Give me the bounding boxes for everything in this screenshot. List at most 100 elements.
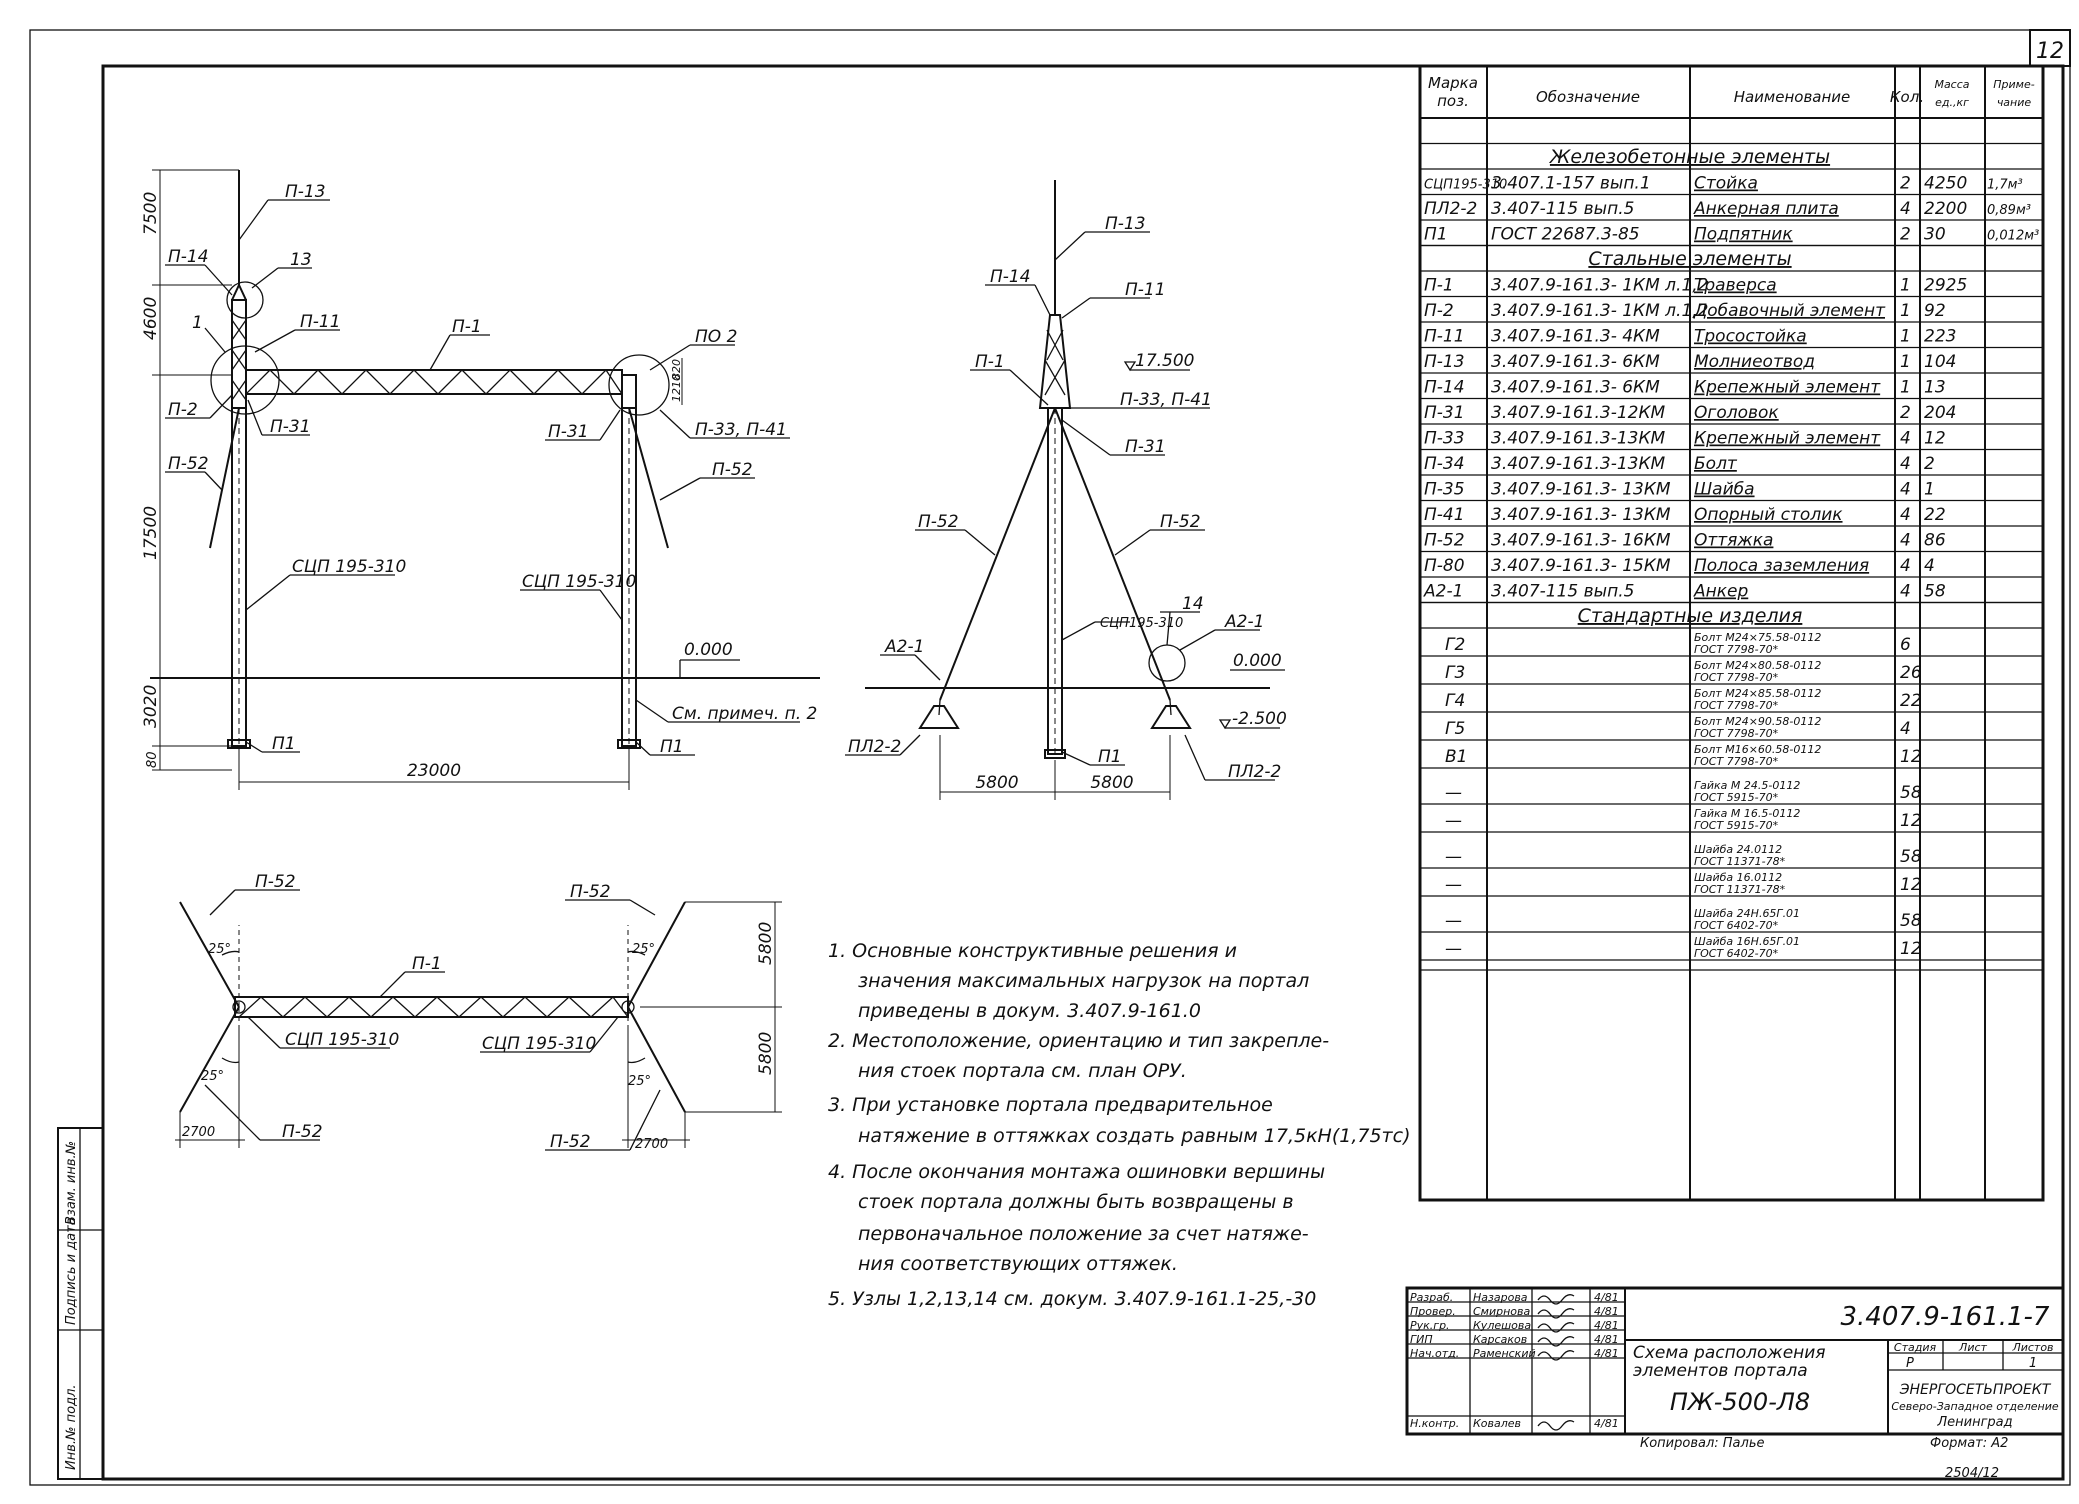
side-label-p13: П-13 [1105, 214, 1146, 234]
tb-person: Ковалев [1473, 1417, 1521, 1430]
spec-cell: Траверса [1694, 276, 1777, 296]
spec-cell: 1,7м³ [1987, 178, 2023, 193]
spec-cell: 1 [1900, 301, 1911, 321]
spec-cell: П-2 [1424, 301, 1454, 321]
tb-org-1: ЭНЕРГОСЕТЬПРОЕКТ [1899, 1382, 2052, 1398]
front-view: 7500 4600 17500 3020 80 23000 820 1210 П… [141, 169, 820, 790]
spec-section-title-2: Стандартные изделия [1578, 605, 1803, 627]
spec-cell: Болт М24×75.58-0112 [1694, 631, 1821, 644]
spec-cell: Стойка [1694, 174, 1758, 194]
plan-angle-4: 25° [628, 1074, 651, 1089]
spec-cell: 3.407.9-161.3- 6КМ [1491, 378, 1660, 398]
spec-cell: П-14 [1424, 378, 1465, 398]
tb-date: 4/81 [1594, 1319, 1619, 1332]
stamp-inv: Инв.№ подл. [64, 1384, 79, 1470]
plan-dim-2700-right: 2700 [635, 1137, 668, 1152]
plan-angle-2: 25° [201, 1069, 224, 1084]
spec-cell: Г3 [1445, 663, 1465, 683]
plan-dim-2700-left: 2700 [182, 1125, 215, 1140]
spec-cell: 3.407.9-161.3- 1КМ л.1,2 [1491, 301, 1709, 321]
spec-cell: П-31 [1424, 403, 1465, 423]
spec-section-title-0: Железобетонные элементы [1549, 146, 1830, 168]
spec-header-5: Приме- [1993, 78, 2034, 91]
spec-cell: ПЛ2-2 [1424, 199, 1477, 219]
spec-cell: 4 [1924, 556, 1935, 576]
spec-cell: Молниеотвод [1694, 352, 1815, 372]
label-p2: П-2 [168, 400, 198, 420]
spec-cell: 6 [1900, 635, 1911, 655]
side-level-17500: 17.500 [1135, 351, 1194, 371]
tb-archive: 2504/12 [1945, 1466, 1999, 1481]
front-dim-23000: 23000 [407, 761, 461, 781]
side-label-pl22-right: ПЛ2-2 [1228, 762, 1281, 782]
spec-cell: Подпятник [1694, 225, 1793, 245]
plan-label-p52-tl: П-52 [255, 872, 296, 892]
label-p13: П-13 [285, 182, 326, 202]
inner-frame [101, 64, 2065, 1481]
spec-header-1: Обозначение [1536, 88, 1640, 106]
spec-cell: 2 [1900, 403, 1911, 423]
tb-person: Карсаков [1473, 1333, 1527, 1346]
spec-cell: 2925 [1924, 276, 1967, 296]
signature-mark [1537, 1294, 1575, 1305]
traverse-truss [245, 369, 623, 395]
spec-cell: П-11 [1424, 327, 1465, 347]
front-dim-17500: 17500 [141, 506, 161, 560]
spec-cell: 22 [1900, 691, 1922, 711]
plan-label-p52-br: П-52 [550, 1132, 591, 1152]
stamp-sign: Подпись и дата [64, 1217, 79, 1325]
spec-cell: 3.407.9-161.3- 1КМ л.1,2 [1491, 276, 1709, 296]
spec-cell: 3.407.9-161.3-13КМ [1491, 454, 1666, 474]
side-label-p1: П-1 [975, 352, 1005, 372]
spec-cell: 1 [1900, 327, 1911, 347]
note-line-4: 2. Местоположение, ориентацию и тип закр… [828, 1030, 1329, 1052]
spec-cell: ГОСТ 7798-70* [1694, 755, 1779, 768]
plan-label-scp-right: СЦП 195-310 [482, 1034, 596, 1054]
spec-cell: ГОСТ 7798-70* [1694, 643, 1779, 656]
note-line-2: значения максимальных нагрузок на портал [858, 970, 1309, 992]
sheet-number: 12 [2036, 39, 2064, 64]
note-line-1: 1. Основные конструктивные решения и [828, 940, 1237, 962]
spec-cell: 12 [1900, 875, 1922, 895]
tb-role: Рук.гр. [1410, 1319, 1450, 1332]
label-scp-right: СЦП 195-310 [522, 572, 636, 592]
front-dim-3020: 3020 [141, 685, 161, 728]
plan-dim-5800-bottom: 5800 [756, 1032, 776, 1075]
spec-cell: Шайба 24.0112 [1694, 843, 1782, 856]
tb-format: Формат: А2 [1930, 1436, 2008, 1451]
plan-angle-3: 25° [632, 942, 655, 957]
spec-cell: Оголовок [1694, 403, 1779, 423]
sheet-number-box [2029, 29, 2071, 67]
spec-cell: 3.407.9-161.3-13КМ [1491, 429, 1666, 449]
spec-cell: Болт М16×60.58-0112 [1694, 743, 1821, 756]
tb-org-3: Ленинград [1936, 1415, 2012, 1430]
spec-cell: Добавочный элемент [1693, 301, 1886, 321]
tb-title-1: Схема расположения [1633, 1343, 1826, 1363]
spec-cell: 4 [1900, 582, 1911, 602]
front-dim-1210: 1210 [670, 374, 683, 402]
spec-cell: П-80 [1424, 556, 1465, 576]
spec-cell: П-41 [1424, 505, 1465, 525]
spec-cell: Шайба 16Н.65Г.01 [1694, 935, 1800, 948]
spec-cell: 3.407-115 вып.5 [1491, 582, 1634, 602]
spec-cell: Болт М24×80.58-0112 [1694, 659, 1821, 672]
tb-person: Назарова [1473, 1291, 1528, 1304]
spec-header-4-b: ед.,кг [1935, 96, 1969, 109]
side-label-p52-left: П-52 [918, 512, 959, 532]
label-p11: П-11 [300, 312, 341, 332]
spec-cell: 3.407.9-161.3- 13КМ [1491, 480, 1671, 500]
spec-header-4: Масса [1934, 78, 1969, 91]
side-label-pl22-left: ПЛ2-2 [848, 737, 901, 757]
note-line-9: стоек портала должны быть возвращены в [858, 1191, 1294, 1213]
spec-cell: 12 [1900, 811, 1922, 831]
spec-cell: 4 [1900, 531, 1911, 551]
note-line-5: ния стоек портала см. план ОРУ. [858, 1060, 1187, 1082]
spec-cell: 2200 [1924, 199, 1967, 219]
spec-cell: 1 [1900, 276, 1911, 296]
spec-cell: СЦП195-310 [1424, 178, 1507, 193]
spec-cell: 58 [1900, 783, 1922, 803]
spec-cell: 2 [1924, 454, 1935, 474]
label-1: 1 [192, 313, 203, 333]
tb-org-2: Северо-Западное отделение [1891, 1400, 2059, 1413]
